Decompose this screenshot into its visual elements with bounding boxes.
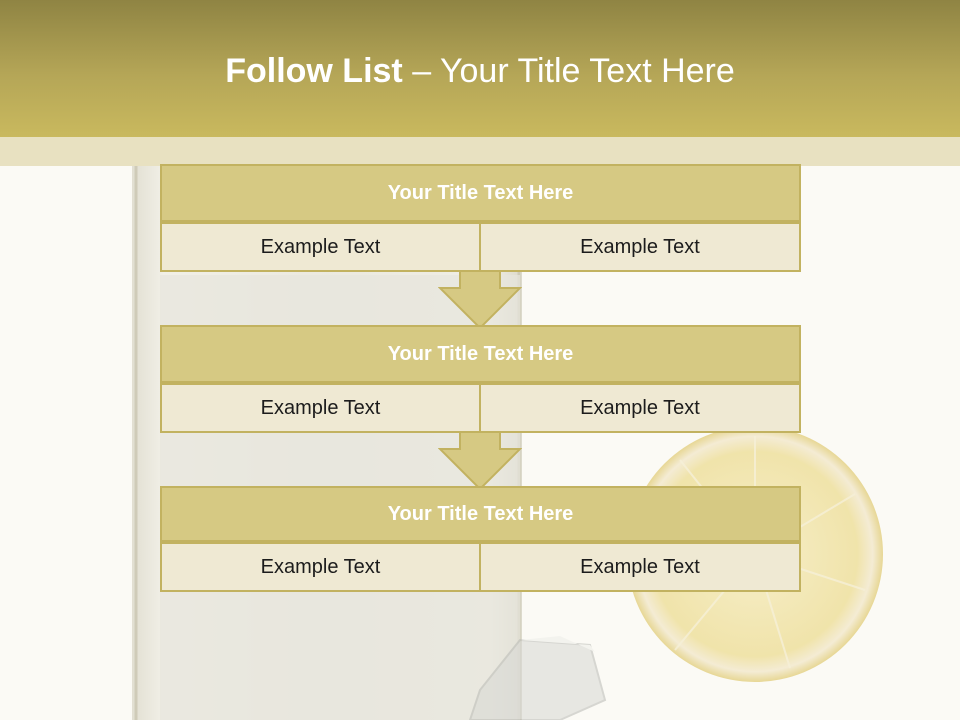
- step-cell-left: Example Text: [160, 542, 481, 592]
- slide-title-bold: Follow List: [225, 52, 403, 90]
- slide-title: Follow List – Your Title Text Here: [0, 52, 960, 91]
- slide-title-rest: – Your Title Text Here: [402, 52, 735, 90]
- header-strip: [0, 137, 960, 166]
- down-arrow-icon: [438, 270, 522, 330]
- step-title: Your Title Text Here: [160, 164, 801, 222]
- step-title: Your Title Text Here: [160, 486, 801, 542]
- step-title: Your Title Text Here: [160, 325, 801, 383]
- step-box-1: Your Title Text Here Example Text Exampl…: [160, 164, 801, 272]
- step-cell-left: Example Text: [160, 383, 481, 433]
- step-cell-right: Example Text: [479, 383, 801, 433]
- step-box-3: Your Title Text Here Example Text Exampl…: [160, 486, 801, 592]
- step-cell-left: Example Text: [160, 222, 481, 272]
- down-arrow-icon: [438, 431, 522, 491]
- step-row: Example Text Example Text: [160, 542, 801, 592]
- step-box-2: Your Title Text Here Example Text Exampl…: [160, 325, 801, 433]
- step-row: Example Text Example Text: [160, 383, 801, 433]
- step-cell-right: Example Text: [479, 222, 801, 272]
- step-cell-right: Example Text: [479, 542, 801, 592]
- step-row: Example Text Example Text: [160, 222, 801, 272]
- header-band: [0, 0, 960, 137]
